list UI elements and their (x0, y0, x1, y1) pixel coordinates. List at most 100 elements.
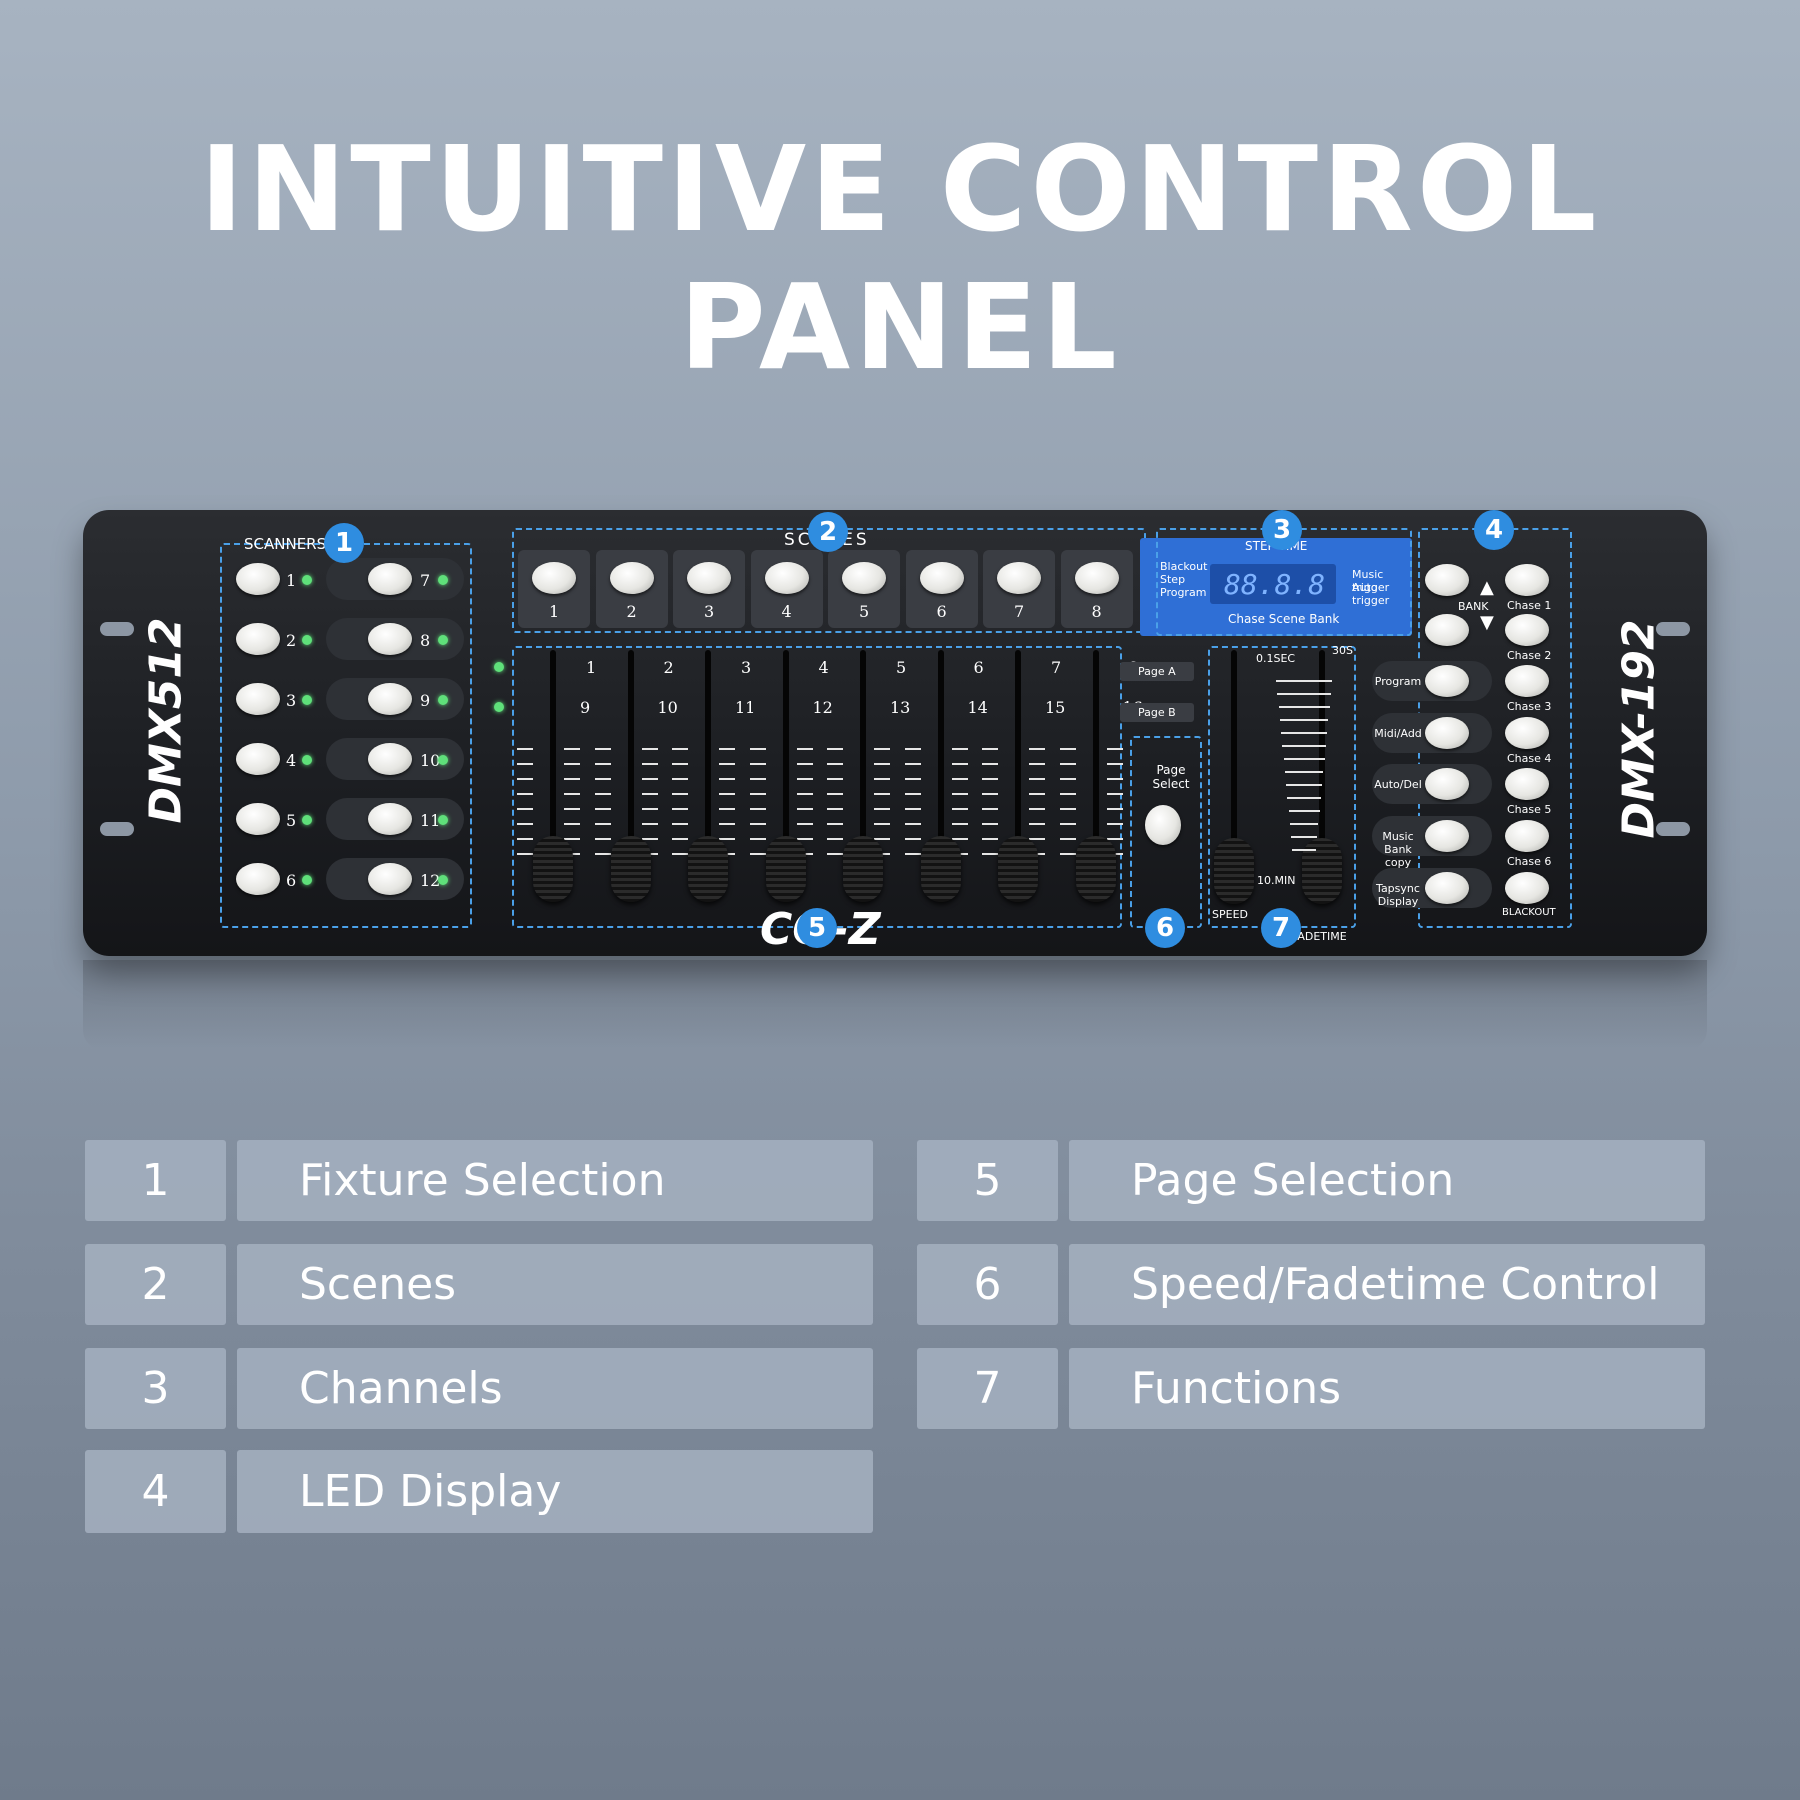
channel-fader[interactable] (688, 836, 728, 902)
channel-fader-track (1092, 650, 1099, 880)
fader-tick (641, 748, 658, 750)
channel-fader[interactable] (533, 836, 573, 902)
legend-num-6: 6 (917, 1244, 1058, 1325)
scanner-number: 7 (420, 571, 431, 590)
scene-button[interactable] (532, 562, 576, 594)
fadetime-fader[interactable] (1302, 838, 1342, 904)
scanner-button[interactable] (368, 563, 412, 595)
fader-tick (1106, 763, 1123, 765)
channel-fader[interactable] (998, 836, 1038, 902)
scene-number: 7 (1014, 602, 1025, 621)
speed-tick (1283, 758, 1325, 760)
legend-num-7: 7 (917, 1348, 1058, 1429)
scanner-button[interactable] (368, 623, 412, 655)
scanner-number: 1 (286, 571, 297, 590)
chase-button[interactable] (1505, 717, 1549, 749)
scene-button[interactable] (764, 562, 809, 594)
fader-tick (564, 763, 580, 765)
function-button[interactable] (1425, 820, 1469, 852)
rack-hole (100, 622, 134, 636)
fader-tick (951, 793, 968, 795)
scene-button[interactable] (842, 562, 886, 594)
badge-2: 2 (808, 512, 848, 552)
channel-fader[interactable] (765, 836, 806, 902)
scanner-number: 5 (286, 811, 297, 830)
speed-tick (1289, 823, 1319, 825)
scene-number: 2 (626, 602, 637, 621)
fader-tick (517, 808, 533, 810)
function-button[interactable] (1425, 717, 1469, 749)
function-label: Program (1374, 675, 1422, 688)
scanner-button[interactable] (236, 803, 280, 835)
chase-button[interactable] (1505, 768, 1549, 800)
scene-button[interactable] (687, 562, 731, 594)
scanner-button[interactable] (368, 683, 412, 715)
channel-fader[interactable] (610, 836, 651, 902)
scene-button[interactable] (997, 562, 1041, 594)
scanner-button[interactable] (236, 683, 280, 715)
scanner-button[interactable] (236, 623, 280, 655)
scanner-number: 12 (420, 871, 441, 890)
channel-fader[interactable] (1075, 836, 1116, 902)
fader-tick (641, 778, 658, 780)
fader-tick (749, 778, 766, 780)
fader-tick (874, 838, 890, 840)
scanner-button[interactable] (368, 743, 412, 775)
function-button[interactable] (1425, 768, 1469, 800)
fader-tick (517, 748, 533, 750)
bank-up-button[interactable] (1425, 564, 1469, 596)
channel-fader[interactable] (843, 836, 883, 902)
fader-tick (719, 793, 735, 795)
fader-tick (719, 778, 735, 780)
scanner-button[interactable] (236, 743, 280, 775)
channel-fader[interactable] (920, 836, 961, 902)
fader-tick (672, 808, 688, 810)
fader-tick (1029, 748, 1045, 750)
fader-tick (564, 823, 580, 825)
fader-tick (749, 793, 766, 795)
function-label: Auto/Del (1374, 778, 1422, 791)
fader-tick (1059, 778, 1076, 780)
chase-button[interactable] (1505, 614, 1549, 646)
fader-tick (641, 838, 658, 840)
fader-tick (796, 763, 813, 765)
bank-down-arrow-icon[interactable]: ▼ (1480, 612, 1494, 633)
fader-tick (951, 823, 968, 825)
bank-up-arrow-icon[interactable]: ▲ (1480, 577, 1494, 598)
blackout-button[interactable] (1505, 872, 1549, 904)
function-button[interactable] (1425, 665, 1469, 697)
chase-button[interactable] (1505, 564, 1549, 596)
scene-button[interactable] (1074, 562, 1119, 594)
scene-button[interactable] (609, 562, 654, 594)
fader-tick (749, 808, 766, 810)
speed-fader[interactable] (1214, 838, 1254, 904)
fader-tick (517, 853, 533, 855)
scene-number: 8 (1091, 602, 1102, 621)
fader-tick (1059, 853, 1076, 855)
scene-button[interactable] (919, 562, 964, 594)
scanner-led (438, 695, 448, 705)
legend-label-4: LED Display (237, 1450, 873, 1533)
speed-tick (1276, 680, 1332, 682)
legend-label-2: Scenes (237, 1244, 873, 1325)
scanner-button[interactable] (236, 863, 280, 895)
speed-tick (1286, 784, 1322, 786)
legend-label-6: Speed/Fadetime Control (1069, 1244, 1705, 1325)
fader-tick (796, 838, 813, 840)
scanner-button[interactable] (368, 803, 412, 835)
bank-down-button[interactable] (1425, 614, 1469, 646)
fader-tick (1029, 793, 1045, 795)
bank-label: BANK (1458, 600, 1489, 613)
fader-tick (951, 838, 968, 840)
fader-tick (749, 823, 766, 825)
chase-button[interactable] (1505, 820, 1549, 852)
scanner-button[interactable] (368, 863, 412, 895)
scanner-button[interactable] (236, 563, 280, 595)
scanner-led (438, 635, 448, 645)
fader-tick (1029, 838, 1045, 840)
legend-num-5: 5 (917, 1140, 1058, 1221)
function-button[interactable] (1425, 872, 1469, 904)
legend-label-3: Channels (237, 1348, 873, 1429)
page-select-button[interactable] (1145, 805, 1181, 845)
chase-button[interactable] (1505, 665, 1549, 697)
